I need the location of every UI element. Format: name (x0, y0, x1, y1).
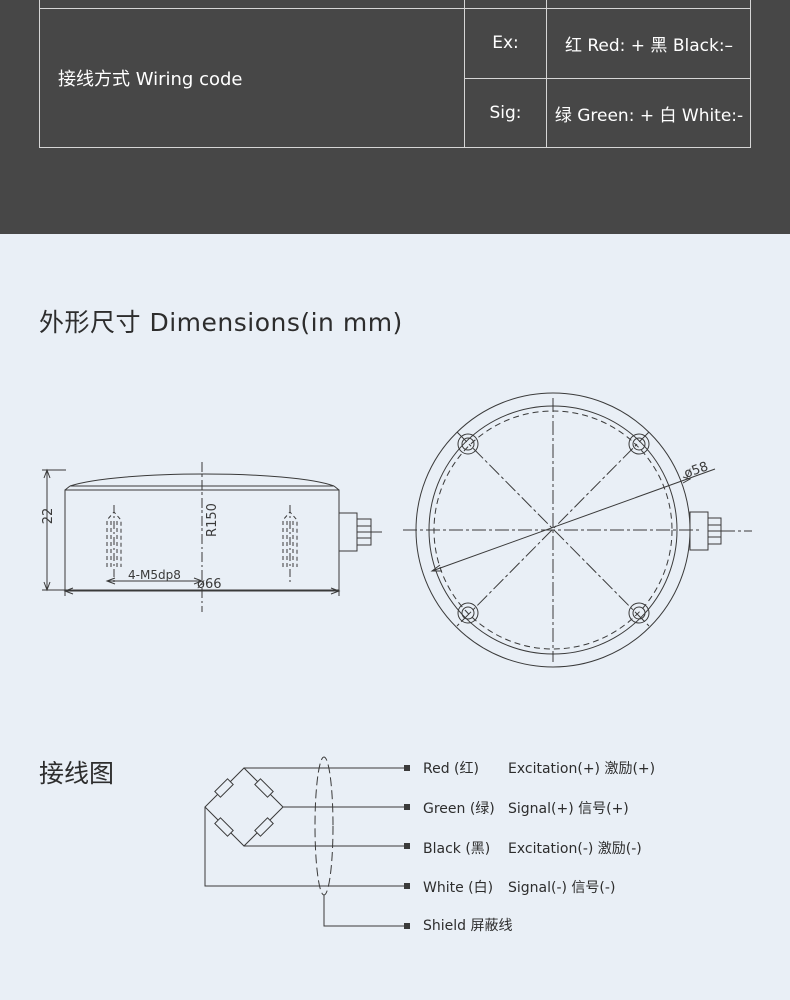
wire-function-black: Excitation(-) 激励(-) (508, 840, 642, 857)
wiring-code-panel: 接线方式 Wiring code Ex: 红 Red: + 黑 Black:– … (0, 0, 790, 234)
wire-color-red: Red (红) (423, 761, 479, 777)
cable-shield (314, 756, 334, 896)
height-label: 22 (41, 508, 56, 525)
table-row-divider (464, 78, 751, 79)
resistor (254, 817, 274, 837)
table-divider (464, 0, 465, 147)
wire-function-red: Excitation(+) 激励(+) (508, 760, 655, 777)
wire-color-white: White (白) (423, 880, 493, 896)
table-top-line (40, 8, 751, 9)
radius-label: R150 (205, 503, 220, 537)
sig-key: Sig: (489, 103, 522, 123)
resistor (254, 778, 274, 798)
wiring-diagram-title: 接线图 (39, 759, 115, 788)
width-label: ø66 (197, 577, 222, 592)
wire-terminals (404, 765, 410, 929)
white-wire (204, 807, 406, 887)
wiring-schematic (204, 756, 406, 927)
ex-key: Ex: (492, 33, 519, 53)
shield-wire (323, 895, 406, 927)
sig-value: 绿 Green: + 白 White:- (554, 105, 744, 126)
connector (338, 512, 358, 552)
wire-color-green: Green (绿) (423, 801, 495, 817)
wiring-code-label: 接线方式 Wiring code (58, 69, 243, 90)
wire-function-white: Signal(-) 信号(-) (508, 880, 615, 896)
dome-outline (69, 473, 335, 487)
wire-function-green: Signal(+) 信号(+) (508, 801, 629, 817)
top-connector (689, 511, 709, 551)
bolt-circle-label: ø58 (682, 459, 710, 481)
dimensions-title: 外形尺寸 Dimensions(in mm) (39, 308, 403, 337)
table-divider (546, 0, 547, 147)
resistor (214, 817, 234, 837)
side-view (42, 462, 382, 612)
hole-label: 4-M5dp8 (128, 568, 181, 582)
diameter-leader (431, 468, 716, 572)
mounting-holes (457, 433, 650, 624)
resistor (214, 778, 234, 798)
wiring-code-table: 接线方式 Wiring code Ex: 红 Red: + 黑 Black:– … (39, 0, 751, 148)
wheatstone-bridge (204, 767, 284, 847)
wire-color-black: Black (黑) (423, 841, 490, 857)
shield-label: Shield 屏蔽线 (423, 918, 513, 934)
top-view (403, 392, 752, 668)
ex-value: 红 Red: + 黑 Black:– (564, 35, 734, 56)
